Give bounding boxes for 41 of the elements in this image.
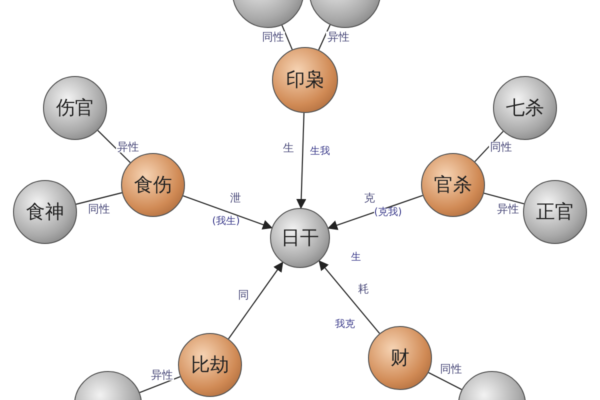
node-label: 比劫	[191, 352, 229, 378]
edge-label: 耗	[356, 284, 370, 295]
arrow	[228, 262, 284, 340]
edge-label: 同	[237, 289, 250, 300]
edge-label: 同性	[87, 203, 111, 214]
edge-label: 克	[363, 192, 376, 204]
arrow	[296, 112, 306, 210]
connector-line	[318, 24, 331, 50]
connector-line	[97, 130, 131, 163]
node-label: 财	[390, 346, 410, 371]
node-label: 七杀	[506, 96, 544, 121]
node-label: 伤官	[56, 96, 94, 121]
note-label: 生	[351, 253, 361, 263]
arrow	[327, 194, 423, 230]
edge-label: 异性	[150, 369, 174, 380]
node-label: 食神	[26, 200, 64, 225]
connector-line	[474, 130, 504, 162]
edge-label: 生	[282, 142, 295, 154]
connector-line	[484, 192, 524, 204]
connector-line	[139, 376, 180, 394]
node-label: 正官	[536, 200, 574, 225]
note-label: (我生)	[212, 217, 240, 227]
edge-label: 异性	[116, 141, 140, 152]
edge-label: 异性	[326, 32, 350, 43]
connector-line	[281, 24, 293, 50]
edge-label: 同性	[489, 141, 513, 152]
edge-label: 泄	[228, 192, 242, 204]
note-label: 生我	[310, 147, 330, 157]
connector-line	[428, 372, 462, 390]
node-label: 官杀	[434, 172, 472, 198]
connector-line	[76, 192, 122, 205]
arrow	[318, 260, 380, 334]
edge-label: 同性	[261, 32, 286, 43]
note-label: (克我)	[374, 208, 402, 218]
node-label: 印枭	[286, 68, 324, 93]
note-label: 我克	[335, 320, 355, 330]
arrow	[182, 195, 273, 230]
edge-label: 异性	[496, 203, 520, 214]
node-label: 食伤	[134, 172, 172, 198]
edge-label: 同性	[439, 364, 464, 375]
node-label: 日干	[281, 226, 319, 251]
